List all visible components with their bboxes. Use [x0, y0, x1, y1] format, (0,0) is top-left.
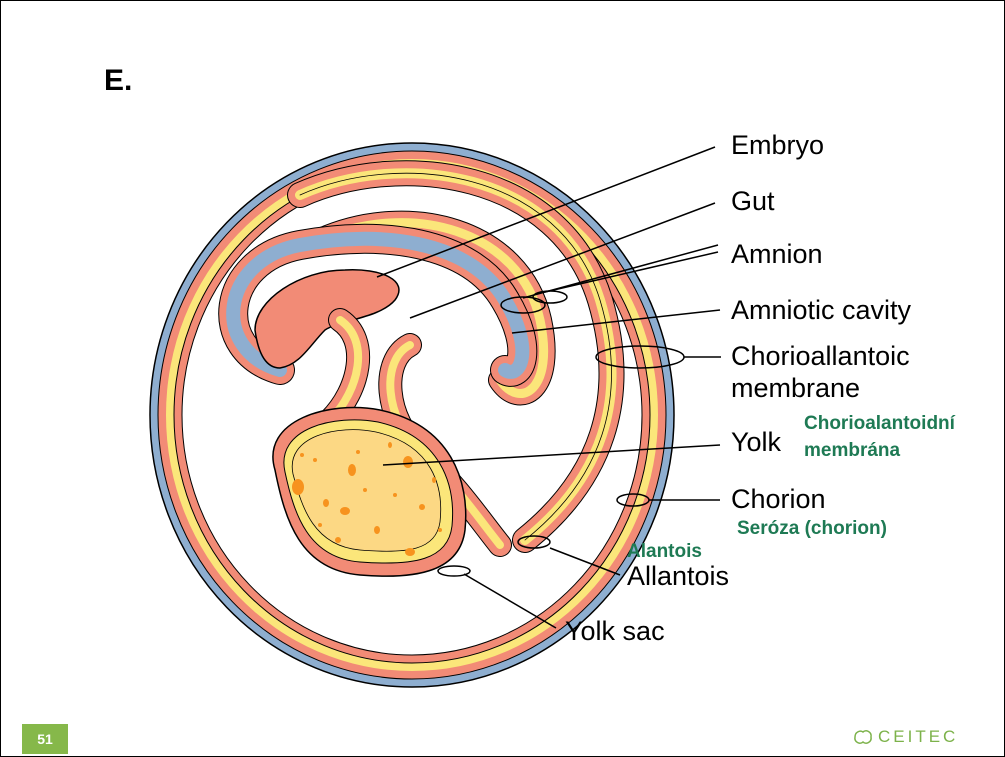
label-yolk-sac: Yolk sac: [565, 616, 665, 646]
label-yolk: Yolk: [731, 427, 782, 457]
label-cz-chorioalantoidni-2: membrána: [804, 440, 901, 461]
ceitec-logo-text: CEITEC: [878, 727, 958, 747]
label-chorioallantoic-2: membrane: [731, 373, 860, 403]
label-cz-chorioalantoidni-1: Chorioalantoidní: [804, 413, 956, 434]
label-cz-seroza: Seróza (chorion): [737, 518, 887, 539]
label-gut: Gut: [731, 186, 775, 216]
label-amniotic-cavity: Amniotic cavity: [731, 295, 912, 325]
label-amnion: Amnion: [731, 239, 823, 269]
label-embryo: Embryo: [731, 130, 824, 160]
ceitec-logo: CEITEC: [852, 726, 958, 748]
label-cz-alantois: Alantois: [627, 541, 702, 562]
label-allantois: Allantois: [627, 561, 729, 591]
label-chorioallantoic-1: Chorioallantoic: [731, 341, 910, 371]
page-number: 51: [22, 724, 68, 754]
ceitec-logo-icon: [852, 728, 874, 746]
label-chorion: Chorion: [731, 484, 826, 514]
